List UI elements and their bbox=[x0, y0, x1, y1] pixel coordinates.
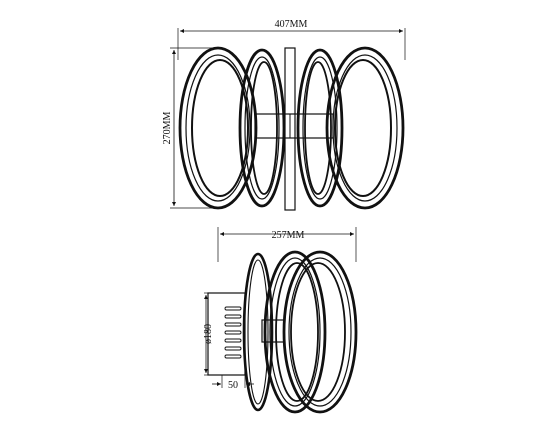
front-hub bbox=[254, 113, 334, 139]
side-diameter-dimension: ø180 bbox=[203, 292, 214, 376]
front-left-outer-ring bbox=[178, 46, 258, 210]
front-right-inner-ring bbox=[296, 48, 344, 208]
side-diameter-label: ø180 bbox=[203, 324, 214, 344]
side-depth-dimension: 50 bbox=[212, 375, 254, 391]
side-view: 257MM ø180 50 bbox=[203, 227, 358, 414]
front-height-dimension: 270MM bbox=[162, 47, 215, 209]
side-ring-middle bbox=[263, 250, 327, 414]
front-left-inner-ring bbox=[238, 48, 286, 208]
side-ring-front bbox=[282, 250, 358, 414]
front-height-label: 270MM bbox=[162, 112, 173, 145]
front-width-dimension: 407MM bbox=[177, 19, 406, 60]
side-width-label: 257MM bbox=[272, 230, 305, 241]
front-width-label: 407MM bbox=[275, 19, 308, 30]
front-view: 407MM 270MM bbox=[162, 19, 406, 211]
side-mount-vents bbox=[224, 306, 242, 359]
side-ring-back bbox=[242, 252, 274, 412]
side-width-dimension: 257MM bbox=[217, 227, 357, 262]
side-depth-label: 50 bbox=[228, 380, 238, 391]
front-right-outer-ring bbox=[325, 46, 405, 210]
